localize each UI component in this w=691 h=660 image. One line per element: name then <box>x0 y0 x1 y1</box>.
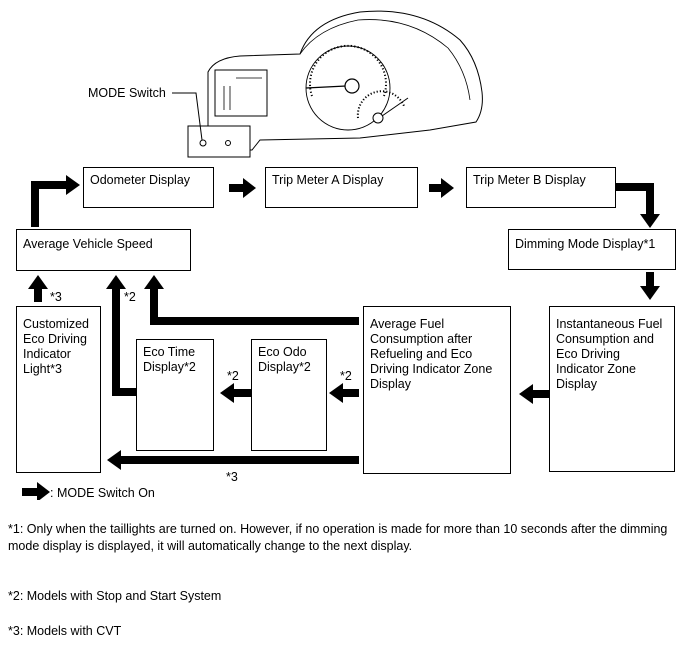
arrow-label-eco-time-to-speed: *2 <box>124 290 136 304</box>
instrument-cluster-illustration <box>172 10 483 158</box>
arrow-head <box>243 178 256 198</box>
eco-odo-display-box: Eco Odo Display*2 <box>251 339 327 451</box>
footnote-1: *1: Only when the taillights are turned … <box>8 522 668 553</box>
arrow-head <box>640 286 660 300</box>
arrow-head <box>28 275 48 289</box>
arrow-head <box>640 214 660 228</box>
instantaneous-fuel-consumption-box: Instantaneous Fuel Consumption and Eco D… <box>549 306 675 472</box>
footnote-3: *3: Models with CVT <box>8 624 122 638</box>
arrow-head <box>329 383 343 403</box>
footnote-2: *2: Models with Stop and Start System <box>8 589 222 603</box>
arrow-label-bottom: *3 <box>226 470 238 484</box>
mode-switch-label: MODE Switch <box>88 86 166 100</box>
arrow-head <box>519 384 533 404</box>
arrow-head <box>220 383 234 403</box>
average-fuel-consumption-box: Average Fuel Consumption after Refueling… <box>363 306 511 474</box>
trip-meter-a-display-box: Trip Meter A Display <box>265 167 418 208</box>
arrow-label-to-eco-time: *2 <box>227 369 239 383</box>
arrow-head <box>107 450 121 470</box>
arrow-avg-fuel-to-avg-speed <box>150 288 359 325</box>
odometer-display-box: Odometer Display <box>83 167 214 208</box>
average-vehicle-speed-box: Average Vehicle Speed <box>16 229 191 271</box>
arrow-label-custom-to-speed: *3 <box>50 290 62 304</box>
arrow-label-to-eco-odo: *2 <box>340 369 352 383</box>
arrow-head <box>66 175 80 195</box>
arrow-head <box>106 275 126 289</box>
eco-time-display-box: Eco Time Display*2 <box>136 339 214 451</box>
trip-meter-b-display-box: Trip Meter B Display <box>466 167 616 208</box>
flow-arrows <box>22 175 660 500</box>
arrow-head <box>37 482 50 500</box>
arrow-head <box>144 275 164 289</box>
customized-eco-driving-indicator-box: Customized Eco Driving Indicator Light*3 <box>16 306 101 473</box>
arrow-head <box>441 178 454 198</box>
legend-text: : MODE Switch On <box>50 486 155 500</box>
dimming-mode-display-box: Dimming Mode Display*1 <box>508 229 676 270</box>
arrow-trip-b-to-dimming <box>616 183 654 216</box>
arrow-avg-speed-to-odometer <box>31 181 68 227</box>
arrow-eco-time-to-avg-speed <box>112 288 136 396</box>
